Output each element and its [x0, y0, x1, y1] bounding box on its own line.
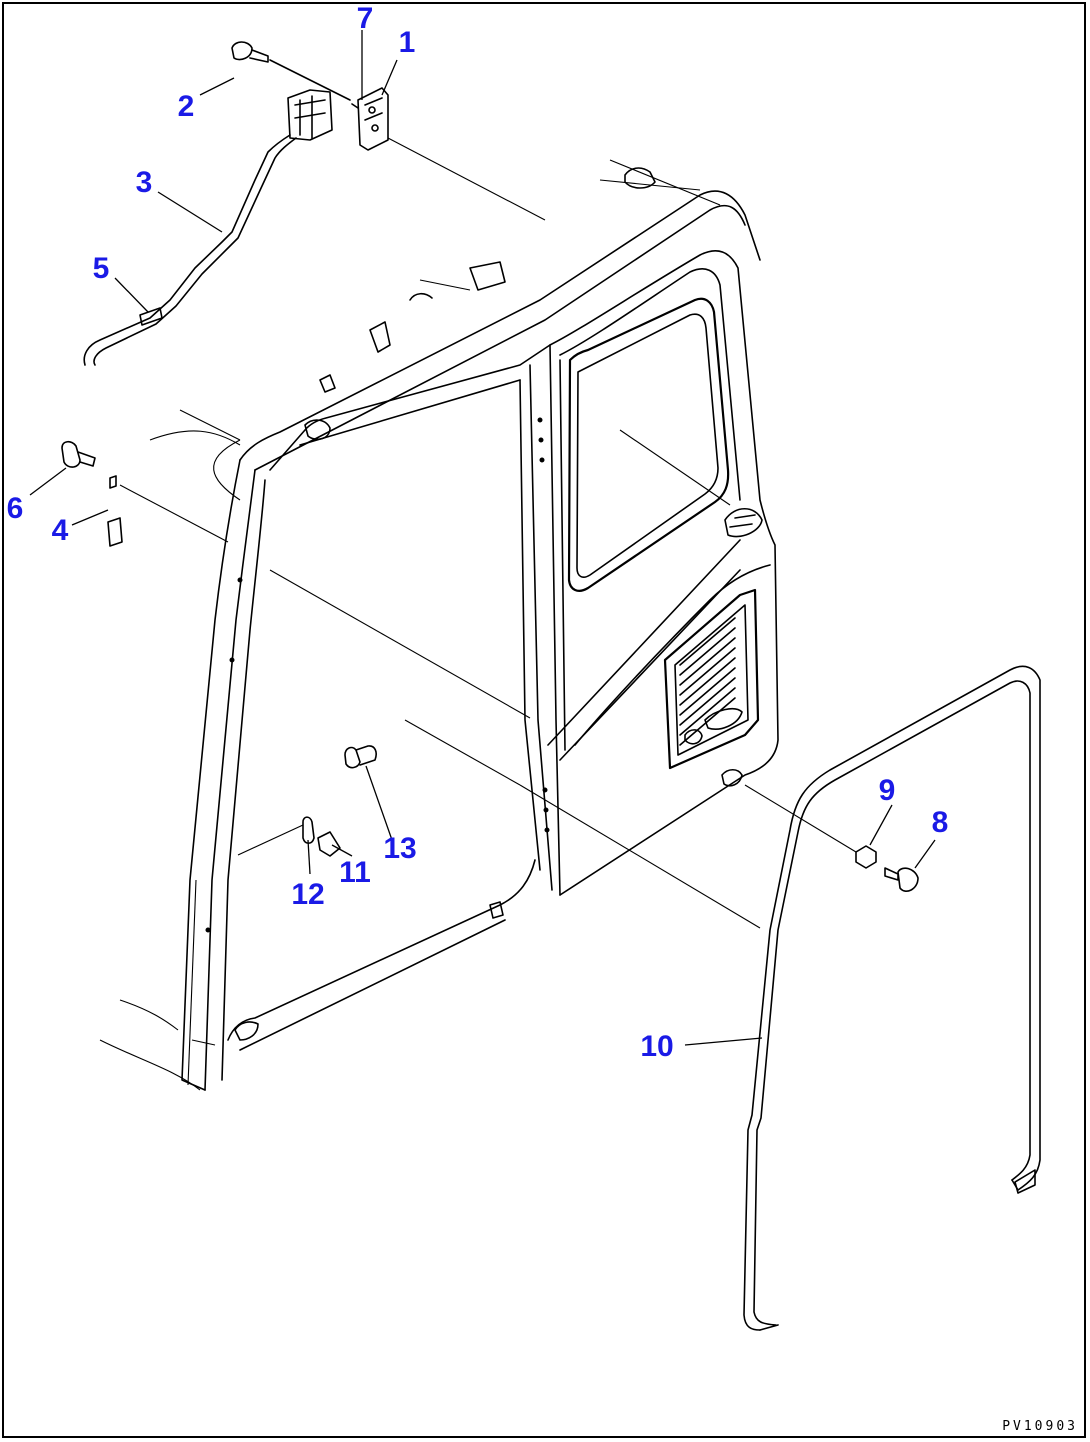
- part-9-8-nut-bolt: [744, 784, 919, 892]
- part-2-bolt: [231, 41, 351, 101]
- cab-body: [99, 159, 779, 1091]
- part-label-13: 13: [383, 832, 416, 865]
- part-3-hinge-cable: [83, 89, 333, 366]
- part-label-3: 3: [136, 166, 153, 199]
- projection-lines: [269, 429, 761, 929]
- drawing-code: PV10903: [1002, 1419, 1078, 1434]
- part-label-9: 9: [879, 774, 896, 807]
- part-label-2: 2: [178, 90, 195, 123]
- part-label-7: 7: [357, 2, 374, 35]
- part-label-1: 1: [399, 26, 416, 59]
- part-label-6: 6: [7, 492, 24, 525]
- part-6-4-clip: [61, 440, 229, 547]
- part-label-8: 8: [932, 806, 949, 839]
- part-7-1-hinge: [351, 87, 546, 221]
- part-label-11: 11: [339, 856, 371, 889]
- part-label-4: 4: [52, 514, 69, 547]
- part-label-5: 5: [93, 252, 110, 285]
- callout-leaders: [29, 30, 936, 1046]
- door-weatherstrip: [743, 665, 1041, 1331]
- part-label-10: 10: [640, 1030, 673, 1063]
- part-label-12: 12: [291, 878, 324, 911]
- part-13-11-12-striker: [237, 745, 377, 857]
- part-labels: 1 7 2 3 5 6 4 9 8 10 13 11 12: [7, 2, 949, 1063]
